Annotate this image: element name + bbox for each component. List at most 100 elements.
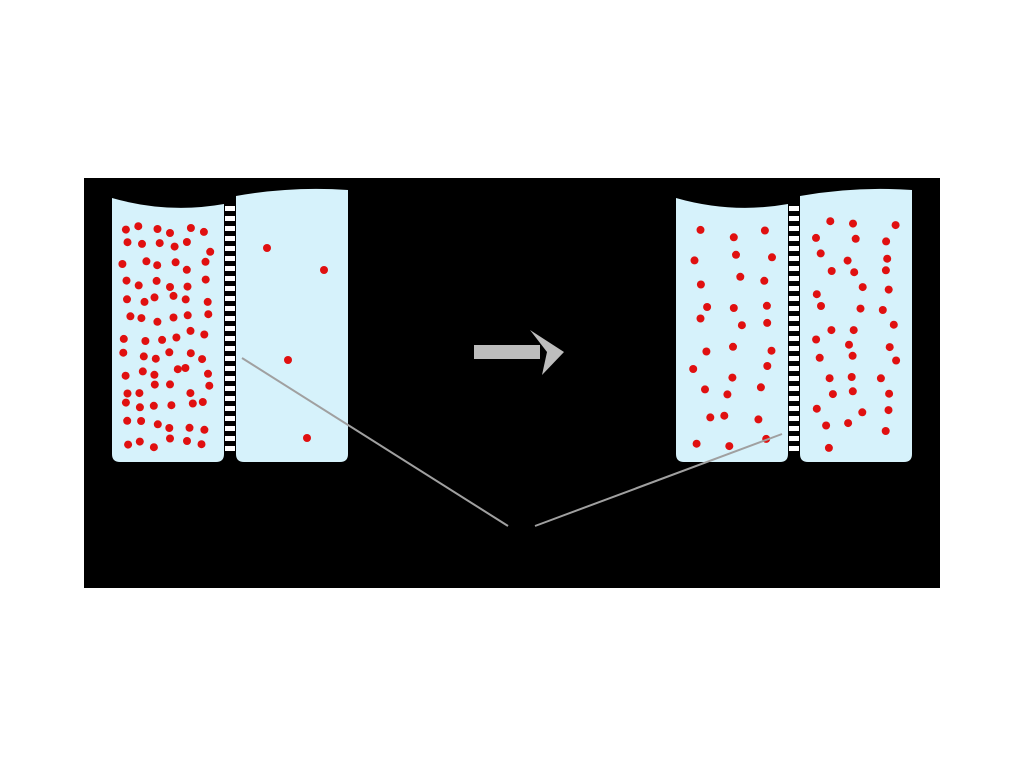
membrane-pore <box>789 276 799 281</box>
membrane-pore <box>225 216 235 221</box>
membrane-pore <box>225 446 235 451</box>
particle <box>123 295 131 304</box>
membrane-pore <box>225 306 235 311</box>
membrane-pore <box>789 256 799 261</box>
particle <box>702 347 711 356</box>
membrane-pore <box>225 316 235 321</box>
particle <box>121 398 130 407</box>
particle <box>878 306 887 314</box>
particle <box>138 367 147 376</box>
membrane-pore <box>789 436 799 441</box>
particle <box>135 403 144 412</box>
before-right-chamber <box>236 188 348 462</box>
particle <box>720 411 729 420</box>
particle <box>692 439 701 448</box>
membrane-pore <box>789 236 799 241</box>
particle <box>170 242 179 251</box>
particle <box>137 314 146 323</box>
particle <box>845 340 853 349</box>
particle <box>197 440 206 449</box>
particle <box>828 390 837 399</box>
particle <box>166 283 174 291</box>
membrane-pore <box>225 366 235 371</box>
particle <box>756 383 765 392</box>
before-membrane <box>225 206 235 451</box>
particle <box>155 239 164 248</box>
particle <box>851 234 860 243</box>
membrane-pore <box>789 376 799 381</box>
particle <box>858 408 867 417</box>
particle <box>167 401 176 410</box>
particle <box>263 244 271 252</box>
before-right-particles <box>263 244 328 442</box>
membrane-pore <box>789 406 799 411</box>
particle <box>703 303 712 311</box>
particle <box>754 415 763 424</box>
particle <box>166 434 174 443</box>
particle <box>812 335 821 344</box>
particle <box>137 417 146 425</box>
particle <box>149 401 158 410</box>
particle <box>767 346 776 355</box>
particle <box>150 380 159 389</box>
membrane-pore <box>225 226 235 231</box>
particle <box>123 416 132 425</box>
particle <box>200 425 209 434</box>
particle <box>171 258 180 267</box>
particle <box>885 343 894 352</box>
particle <box>812 290 821 299</box>
particle <box>203 297 212 306</box>
particle <box>816 249 825 258</box>
particle <box>149 443 158 452</box>
after-container <box>676 188 912 462</box>
particle <box>889 320 898 329</box>
membrane-pore <box>789 216 799 221</box>
particle <box>732 250 740 259</box>
particle <box>848 351 857 360</box>
particle <box>140 297 149 306</box>
particle <box>891 221 900 230</box>
particle <box>892 356 901 365</box>
particle <box>736 272 745 281</box>
particle <box>723 390 732 399</box>
particle <box>284 356 292 364</box>
arrow-shaft <box>474 345 540 359</box>
particle <box>827 267 836 275</box>
particle <box>205 381 214 390</box>
membrane-pore <box>789 416 799 421</box>
membrane-pore <box>789 206 799 211</box>
particle <box>183 282 192 291</box>
particle <box>763 362 772 370</box>
pointer-line-right <box>534 433 783 527</box>
particle <box>762 301 771 310</box>
particle <box>760 226 769 235</box>
particle <box>198 398 207 406</box>
membrane-pore <box>225 436 235 441</box>
particle <box>320 266 328 274</box>
particle <box>881 427 890 435</box>
particle <box>815 353 824 362</box>
particle <box>166 229 174 237</box>
particle <box>118 260 127 268</box>
particle <box>153 420 162 429</box>
membrane-pore <box>225 256 235 261</box>
particle <box>119 348 128 357</box>
particle <box>876 374 885 383</box>
particle <box>139 352 148 361</box>
particle <box>858 283 867 292</box>
particle <box>201 275 210 284</box>
particle <box>158 335 167 344</box>
membrane-pore <box>789 266 799 271</box>
particle <box>824 443 833 452</box>
particle <box>885 389 894 398</box>
particle <box>690 256 699 265</box>
particle <box>182 265 191 274</box>
particle <box>817 302 825 310</box>
particle <box>843 256 852 265</box>
particle <box>134 281 143 290</box>
particle <box>141 337 150 345</box>
membrane-pore <box>789 386 799 391</box>
membrane-pore <box>225 356 235 361</box>
particle <box>729 304 738 312</box>
particle <box>847 373 856 381</box>
